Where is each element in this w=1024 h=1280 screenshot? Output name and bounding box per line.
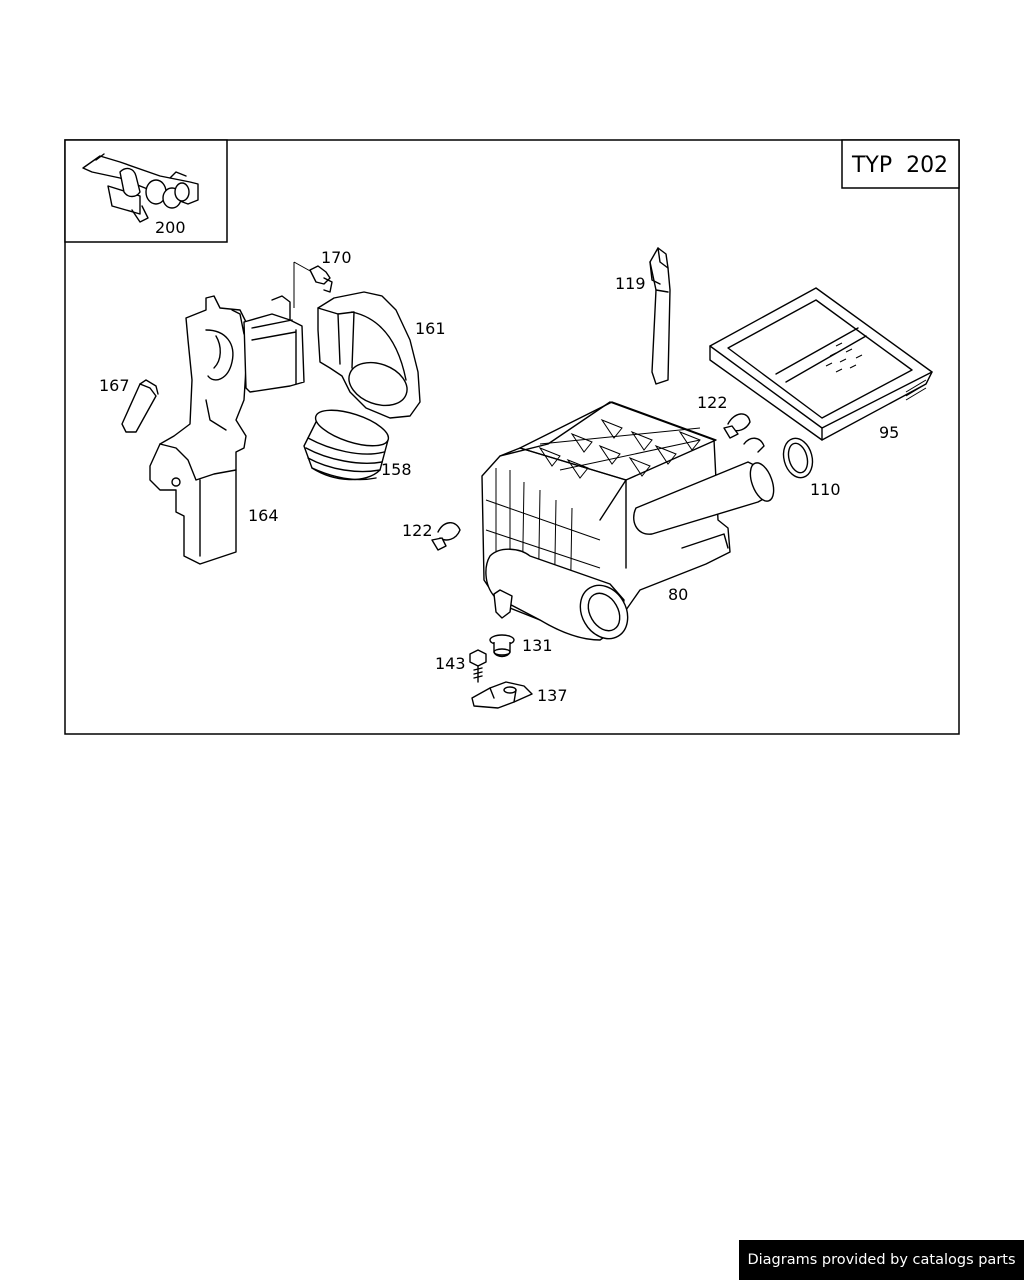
part-167-drawing xyxy=(121,379,159,433)
callout-143: 143 xyxy=(435,654,466,673)
part-164-drawing xyxy=(149,295,249,565)
callout-122-upper: 122 xyxy=(697,393,728,412)
part-200-drawing xyxy=(82,153,199,223)
type-box xyxy=(841,139,960,189)
part-158-drawing xyxy=(303,409,390,481)
callout-95: 95 xyxy=(879,423,899,442)
diagram-frame xyxy=(64,139,960,735)
part-170-drawing xyxy=(309,265,333,293)
callout-158: 158 xyxy=(381,460,412,479)
callout-200: 200 xyxy=(155,218,186,237)
callout-170: 170 xyxy=(321,248,352,267)
type-label: TYP 202 xyxy=(851,153,948,178)
footer-credit: Diagrams provided by catalogs parts xyxy=(739,1240,1024,1280)
leader-170 xyxy=(293,261,313,308)
part-143-drawing xyxy=(469,649,487,683)
part-110-drawing xyxy=(782,437,814,479)
callout-110: 110 xyxy=(810,480,841,499)
part-119-drawing xyxy=(649,247,671,385)
callout-167: 167 xyxy=(99,376,130,395)
part-137-drawing xyxy=(471,681,533,709)
callout-122-lower: 122 xyxy=(402,521,433,540)
part-80-drawing xyxy=(481,401,775,641)
part-122-upper-drawing xyxy=(723,413,765,453)
inset-frame xyxy=(64,139,228,243)
callout-161: 161 xyxy=(415,319,446,338)
part-131-drawing xyxy=(489,634,515,658)
callout-164: 164 xyxy=(248,506,279,525)
callout-131: 131 xyxy=(522,636,553,655)
part-161-drawing xyxy=(317,291,421,419)
callout-119: 119 xyxy=(615,274,646,293)
part-95-drawing xyxy=(709,287,933,441)
connector-duct-drawing xyxy=(243,295,305,393)
callout-137: 137 xyxy=(537,686,568,705)
callout-80: 80 xyxy=(668,585,688,604)
part-122-lower-drawing xyxy=(431,522,461,551)
